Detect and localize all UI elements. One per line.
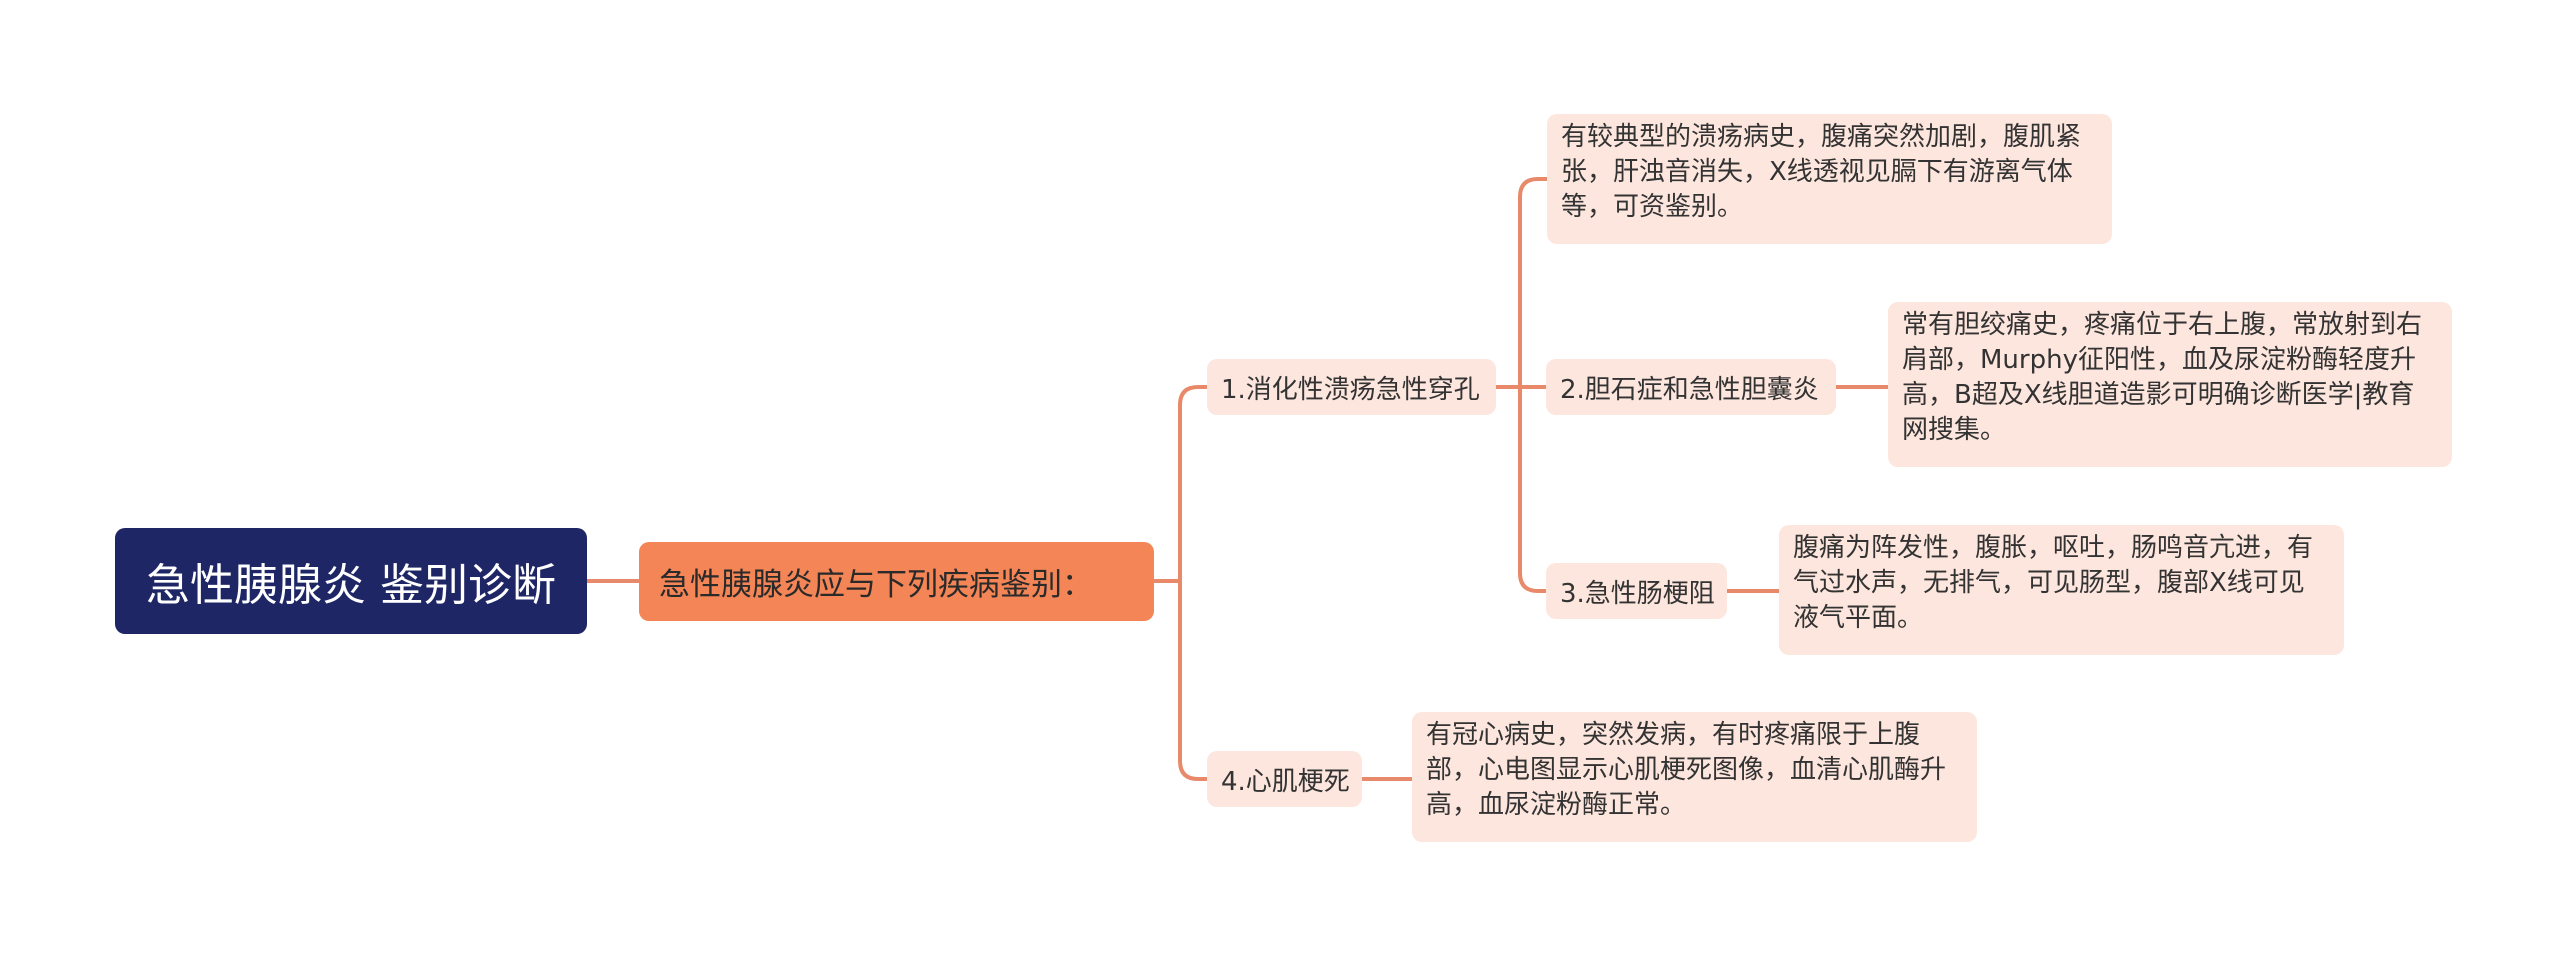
root-topic-text: 急性胰腺炎 鉴别诊断 [146, 560, 556, 611]
detail-node-myocardial-infarction[interactable]: 有冠心病史，突然发病，有时疼痛限于上腹部，心电图显示心肌梗死图像，血清心肌酶升高… [1412, 712, 1977, 842]
branch-node-gallstone[interactable]: 2.胆石症和急性胆囊炎 [1546, 359, 1836, 415]
detail-node-intestinal-obstruction[interactable]: 腹痛为阵发性，腹胀，呕吐，肠鸣音亢进，有气过水声，无排气，可见肠型，腹部X线可见… [1779, 525, 2344, 655]
detail-text: 常有胆绞痛史，疼痛位于右上腹，常放射到右肩部，Murphy征阳性，血及尿淀粉酶轻… [1902, 310, 2423, 445]
connector-branch1-leaf1 [1518, 177, 1549, 389]
connector-main-branch4 [1178, 579, 1209, 781]
branch-label: 4.心肌梗死 [1221, 766, 1350, 797]
connector-branch1-branch3 [1518, 385, 1548, 593]
main-topic-text: 急性胰腺炎应与下列疾病鉴别： [659, 567, 1093, 603]
branch-label: 2.胆石症和急性胆囊炎 [1560, 374, 1819, 405]
detail-text: 腹痛为阵发性，腹胀，呕吐，肠鸣音亢进，有气过水声，无排气，可见肠型，腹部X线可见… [1793, 533, 2314, 633]
detail-text: 有冠心病史，突然发病，有时疼痛限于上腹部，心电图显示心肌梗死图像，血清心肌酶升高… [1426, 720, 1947, 820]
detail-node-peptic-ulcer[interactable]: 有较典型的溃疡病史，腹痛突然加剧，腹肌紧张，肝浊音消失，X线透视见膈下有游离气体… [1547, 114, 2112, 244]
branch-label: 3.急性肠梗阻 [1560, 578, 1715, 609]
root-topic[interactable]: 急性胰腺炎 鉴别诊断 [115, 528, 587, 634]
detail-node-gallstone[interactable]: 常有胆绞痛史，疼痛位于右上腹，常放射到右肩部，Murphy征阳性，血及尿淀粉酶轻… [1888, 302, 2452, 467]
detail-text: 有较典型的溃疡病史，腹痛突然加剧，腹肌紧张，肝浊音消失，X线透视见膈下有游离气体… [1561, 122, 2082, 222]
branch-label: 1.消化性溃疡急性穿孔 [1221, 374, 1480, 405]
branch-node-peptic-ulcer[interactable]: 1.消化性溃疡急性穿孔 [1207, 359, 1496, 415]
main-topic[interactable]: 急性胰腺炎应与下列疾病鉴别： [639, 542, 1154, 621]
branch-node-intestinal-obstruction[interactable]: 3.急性肠梗阻 [1546, 563, 1727, 619]
connector-main-branch1 [1178, 385, 1209, 583]
branch-node-myocardial-infarction[interactable]: 4.心肌梗死 [1207, 751, 1362, 807]
